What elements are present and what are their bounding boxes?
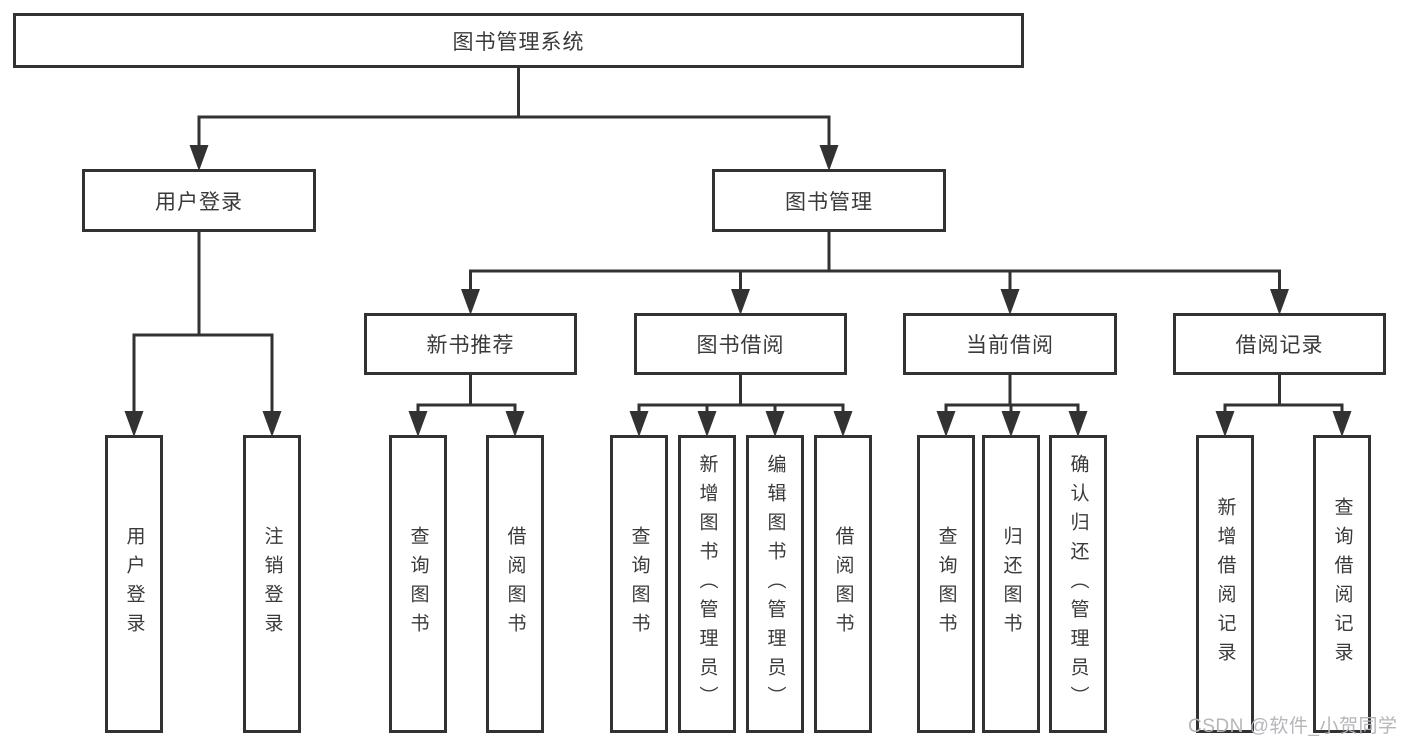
- leaf-user-login-label: 用户登录: [123, 526, 145, 642]
- leaf-borrow-books-1-label: 借阅图书: [504, 526, 526, 642]
- leaf-return-books-label: 归还图书: [1000, 526, 1022, 642]
- node-book-borrow: 图书借阅: [634, 313, 847, 375]
- leaf-add-borrow-record: 新增借阅记录: [1196, 435, 1254, 733]
- leaf-edit-books-admin: 编辑图书（管理员）: [746, 435, 804, 733]
- csdn-watermark: CSDN @软件_小贺同学: [1188, 716, 1398, 737]
- leaf-query-books-3-label: 查询图书: [935, 526, 957, 642]
- leaf-edit-books-admin-label: 编辑图书（管理员）: [764, 453, 786, 715]
- leaf-confirm-return-admin-label: 确认归还（管理员）: [1067, 453, 1089, 715]
- leaf-query-books-2-label: 查询图书: [628, 526, 650, 642]
- node-book-management: 图书管理: [712, 169, 946, 232]
- leaf-borrow-books-2-label: 借阅图书: [832, 526, 854, 642]
- leaf-query-books-3: 查询图书: [917, 435, 975, 733]
- leaf-borrow-books-2: 借阅图书: [814, 435, 872, 733]
- leaf-add-borrow-record-label: 新增借阅记录: [1214, 497, 1236, 671]
- node-borrow-record: 借阅记录: [1173, 313, 1386, 375]
- leaf-user-login: 用户登录: [105, 435, 163, 733]
- leaf-query-books-1-label: 查询图书: [407, 526, 429, 642]
- node-current-borrow-label: 当前借阅: [966, 334, 1054, 357]
- node-root-library-management-system: 图书管理系统: [13, 13, 1024, 68]
- leaf-borrow-books-1: 借阅图书: [486, 435, 544, 733]
- leaf-query-borrow-record-label: 查询借阅记录: [1331, 497, 1353, 671]
- node-book-management-label: 图书管理: [785, 190, 873, 214]
- node-user-login: 用户登录: [82, 169, 316, 232]
- node-new-book-recommend-label: 新书推荐: [426, 334, 515, 357]
- leaf-add-books-admin-label: 新增图书（管理员）: [696, 453, 718, 715]
- node-new-book-recommend: 新书推荐: [364, 313, 577, 375]
- leaf-query-borrow-record: 查询借阅记录: [1313, 435, 1371, 733]
- leaf-confirm-return-admin: 确认归还（管理员）: [1049, 435, 1107, 733]
- leaf-query-books-2: 查询图书: [610, 435, 668, 733]
- leaf-logout: 注销登录: [243, 435, 301, 733]
- node-borrow-record-label: 借阅记录: [1235, 334, 1324, 357]
- leaf-logout-label: 注销登录: [261, 526, 283, 642]
- node-current-borrow: 当前借阅: [903, 313, 1117, 375]
- leaf-add-books-admin: 新增图书（管理员）: [678, 435, 736, 733]
- node-user-login-label: 用户登录: [155, 190, 243, 214]
- leaf-return-books: 归还图书: [982, 435, 1040, 733]
- leaf-query-books-1: 查询图书: [389, 435, 447, 733]
- node-root-label: 图书管理系统: [452, 30, 585, 54]
- node-book-borrow-label: 图书借阅: [696, 334, 785, 357]
